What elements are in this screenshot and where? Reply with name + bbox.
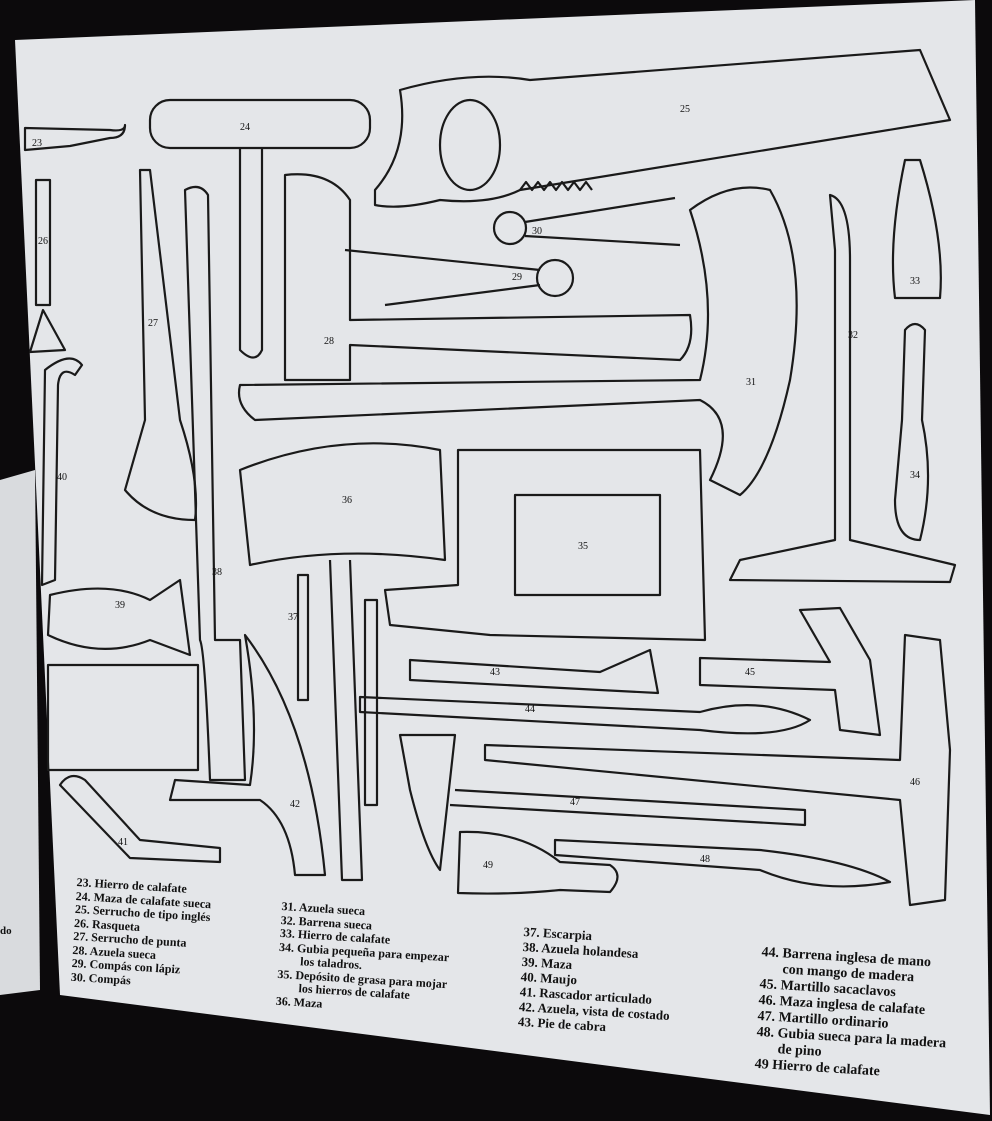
label-29: 29 [512, 272, 522, 283]
label-39: 39 [115, 600, 125, 611]
label-40: 40 [57, 472, 67, 483]
tool-41-rascador [58, 774, 222, 864]
tool-31-azuela [237, 186, 798, 497]
label-31: 31 [746, 377, 756, 388]
tool-37-escarpia [296, 573, 379, 807]
left-panel-fragment [0, 470, 40, 995]
label-41: 41 [118, 837, 128, 848]
tool-30-compas [492, 196, 681, 247]
label-49: 49 [483, 860, 493, 871]
tool-39-maza [46, 578, 192, 657]
label-32: 32 [848, 330, 858, 341]
label-37: 37 [288, 612, 298, 623]
label-28: 28 [324, 336, 334, 347]
tool-32-barrena [728, 193, 957, 584]
tool-45-martillo-sacaclavos [698, 606, 882, 737]
label-26: 26 [38, 236, 48, 247]
label-24: 24 [240, 122, 250, 133]
left-panel-text-fragment: do [0, 925, 12, 937]
label-23: 23 [32, 138, 42, 149]
tool-number-labels: 23 24 25 26 27 28 29 30 31 32 33 34 35 3… [32, 104, 920, 871]
tool-23-hierro [23, 123, 127, 152]
legend-column-4: 44. Barrena inglesa de mano con mango de… [754, 945, 951, 1084]
label-30: 30 [532, 226, 542, 237]
tool-40-maujo [40, 357, 84, 587]
label-35: 35 [578, 541, 588, 552]
tool-48-gubia-sueca [553, 838, 892, 888]
tool-28-azuela [283, 173, 693, 382]
label-27: 27 [148, 318, 158, 329]
tool-25-serrucho [373, 48, 952, 208]
tool-46-maza-inglesa [483, 633, 952, 907]
tool-42-azuela-costado [46, 633, 327, 877]
label-45: 45 [745, 667, 755, 678]
label-44: 44 [525, 704, 535, 715]
label-46: 46 [910, 777, 920, 788]
label-36: 36 [342, 495, 352, 506]
tool-33-hierro [891, 158, 942, 300]
label-47: 47 [570, 797, 580, 808]
label-48: 48 [700, 854, 710, 865]
tool-34-gubia [893, 322, 930, 542]
label-38: 38 [212, 567, 222, 578]
tool-47-martillo [398, 733, 807, 872]
tool-36-maza [238, 442, 447, 882]
label-43: 43 [490, 667, 500, 678]
legend-column-1: 23. Hierro de calafate 24. Maza de calaf… [70, 875, 212, 992]
tool-44-barrena-inglesa [358, 695, 812, 735]
label-33: 33 [910, 276, 920, 287]
legend-column-3: 37. Escarpia 38. Azuela holandesa 39. Ma… [518, 924, 675, 1038]
tool-35-deposito [383, 448, 707, 642]
legend-column-2: 31. Azuela sueca 32. Barrena sueca 33. H… [275, 899, 452, 1018]
tool-29-compas-lapiz [344, 248, 575, 307]
label-34: 34 [910, 470, 920, 481]
label-25: 25 [680, 104, 690, 115]
label-42: 42 [290, 799, 300, 810]
main-panel [15, 0, 990, 1115]
tool-38-azuela-holandesa [183, 185, 247, 782]
tool-43-pie-cabra [408, 648, 660, 695]
tool-26-rasqueta [28, 178, 67, 354]
tool-49-hierro [456, 830, 619, 895]
tool-24-maza [148, 98, 372, 359]
